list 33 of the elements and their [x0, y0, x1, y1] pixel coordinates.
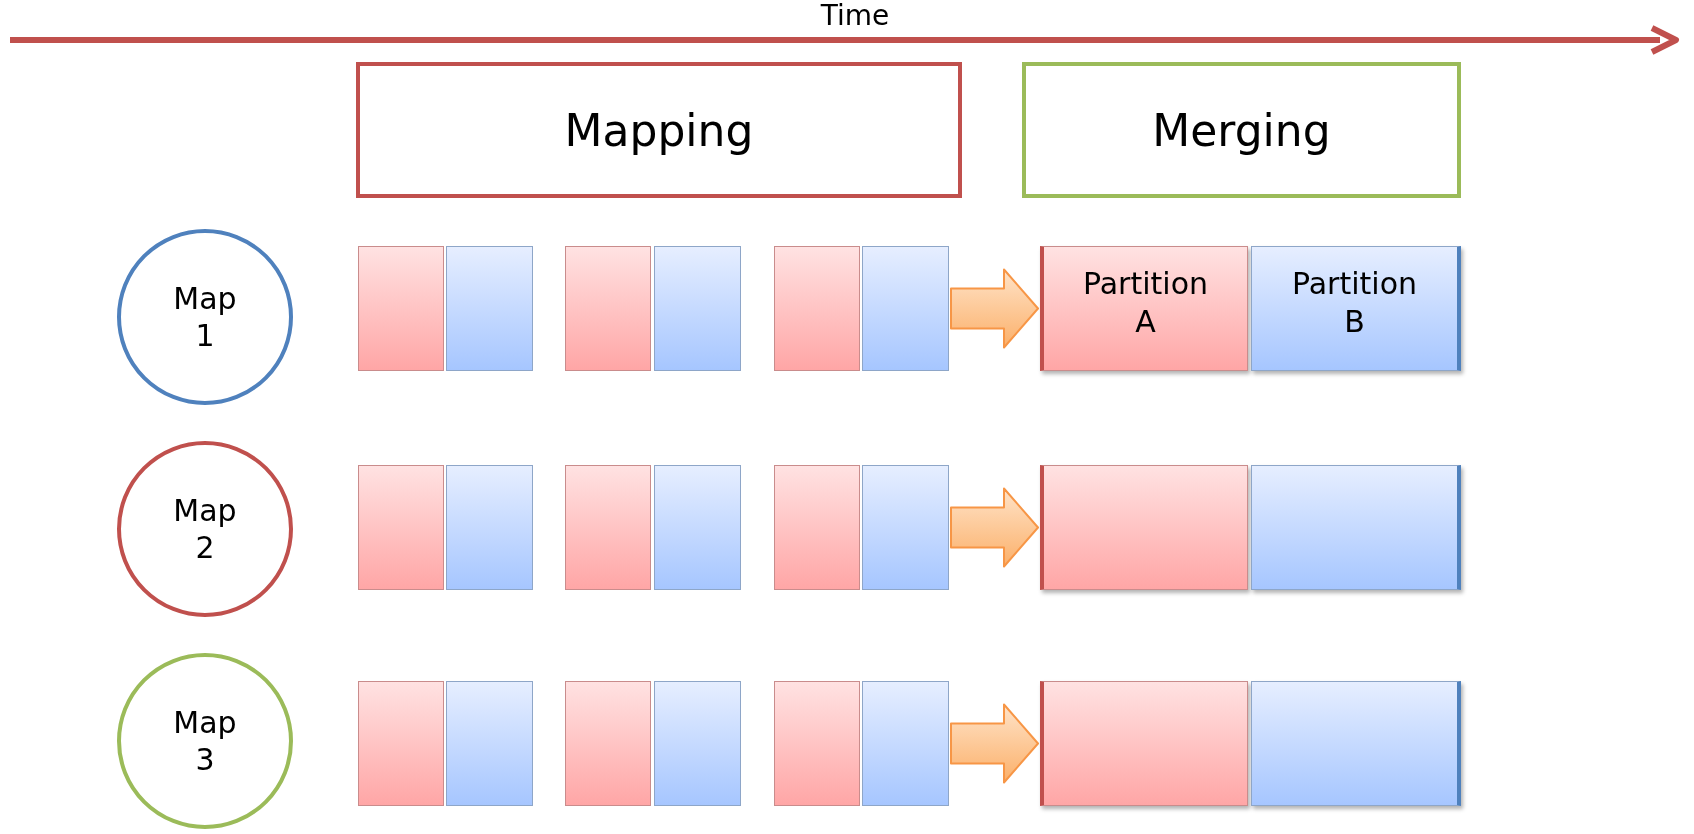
block-arrow [950, 268, 1039, 349]
empty-block [654, 465, 741, 590]
empty-block [654, 681, 741, 806]
empty-block [565, 681, 651, 806]
empty-block [446, 246, 533, 371]
block-arrow [950, 487, 1039, 568]
empty-block [1251, 465, 1461, 590]
phase-box: Merging [1022, 62, 1461, 198]
empty-block [1040, 465, 1248, 590]
empty-block [862, 681, 949, 806]
empty-block [1040, 681, 1248, 806]
empty-block [862, 465, 949, 590]
empty-block [774, 246, 860, 371]
empty-block [565, 246, 651, 371]
empty-block [358, 465, 444, 590]
empty-block [774, 681, 860, 806]
map-circle: Map 1 [117, 229, 293, 405]
block-arrow [950, 703, 1039, 784]
empty-block [358, 246, 444, 371]
partition-box: Partition A [1040, 246, 1248, 371]
empty-block [446, 465, 533, 590]
empty-block [446, 681, 533, 806]
empty-block [774, 465, 860, 590]
axis-label: Time [819, 0, 891, 32]
empty-block [862, 246, 949, 371]
map-circle: Map 2 [117, 441, 293, 617]
empty-block [358, 681, 444, 806]
empty-block [565, 465, 651, 590]
empty-block [654, 246, 741, 371]
empty-block [1251, 681, 1461, 806]
partition-box: Partition B [1251, 246, 1461, 371]
map-circle: Map 3 [117, 653, 293, 829]
phase-box: Mapping [356, 62, 962, 198]
